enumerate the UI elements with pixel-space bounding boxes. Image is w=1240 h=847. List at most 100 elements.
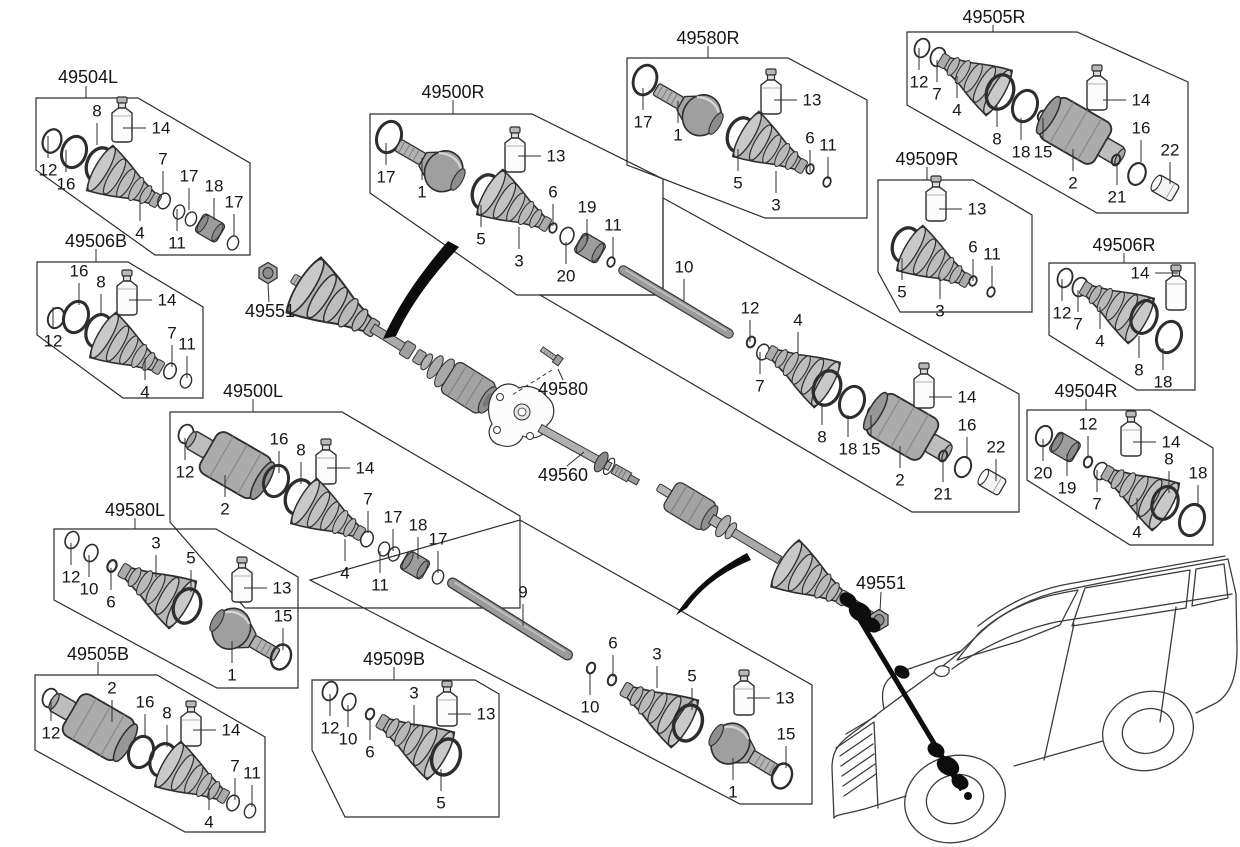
callout-49506B-8: 8 [96, 272, 106, 292]
callout-box12-22: 22 [986, 437, 1006, 457]
o-ring-seal-ring-icon [556, 224, 578, 248]
axle-nut-49551-left-icon [258, 261, 278, 285]
callout-49580R-3: 3 [771, 195, 781, 215]
part-label-leader-49551 [879, 591, 882, 612]
grease-bottle-icon [116, 269, 138, 316]
snap-ring-circlip-icon [104, 557, 120, 575]
end-cap-plug-icon [975, 466, 1008, 497]
part-code-49580L: 49580L [104, 500, 166, 520]
callout-box12-4: 4 [793, 310, 803, 330]
o-ring-seal-ring-icon [80, 541, 102, 565]
callout-49505B-2: 2 [107, 678, 117, 698]
callout-49505R-14: 14 [1131, 90, 1151, 110]
callout-49504R-4: 4 [1132, 522, 1142, 542]
pointer-swoosh-right [676, 553, 751, 615]
grease-bottle-icon [1120, 410, 1142, 457]
callout-box12-18: 18 [838, 439, 858, 459]
callout-49506R-12: 12 [1052, 303, 1072, 323]
callout-49580R-6: 6 [805, 128, 815, 148]
callout-49504L-8: 8 [92, 101, 102, 121]
callout-49504L-7: 7 [158, 149, 168, 169]
callout-49500L-11: 11 [371, 575, 389, 595]
callout-box13-9: 9 [518, 582, 528, 602]
callout-49580R-13: 13 [802, 90, 822, 110]
grease-bottle-icon [925, 175, 947, 222]
snap-ring-circlip-icon [821, 175, 833, 189]
callout-49505R-18: 18 [1011, 142, 1031, 162]
callout-49505R-15: 15 [1033, 142, 1053, 162]
o-ring-seal-ring-icon [224, 233, 242, 253]
callout-49580L-15: 15 [273, 606, 293, 626]
callout-49504R-8: 8 [1164, 449, 1174, 469]
o-ring-seal-ring-icon [338, 690, 360, 714]
callout-49509B-6: 6 [365, 742, 375, 762]
callout-49500R-17: 17 [376, 167, 396, 187]
callout-49509R-6: 6 [968, 237, 978, 257]
callout-box12-10: 10 [674, 257, 694, 277]
box-49509R [877, 179, 1033, 313]
inner-cv-joint-housing-icon [1030, 90, 1136, 180]
part-code-49509R: 49509R [895, 149, 959, 169]
callout-49509B-3: 3 [409, 683, 419, 703]
outer-cv-joint-icon [700, 713, 788, 790]
box-49580R [626, 57, 868, 219]
part-label-49551-3: 49551 [855, 573, 907, 593]
box-49500L [169, 411, 521, 609]
callout-49500R-3: 3 [514, 251, 524, 271]
axle-location-highlight [839, 592, 972, 800]
callout-49506R-8: 8 [1134, 360, 1144, 380]
part-label-49551-0: 49551 [244, 301, 296, 321]
grease-bottle-icon [504, 126, 526, 173]
callout-49500R-19: 19 [577, 197, 597, 217]
callout-49500L-8: 8 [296, 440, 306, 460]
callout-49506B-12: 12 [43, 331, 63, 351]
callout-49506R-18: 18 [1153, 372, 1173, 392]
callout-49505R-21: 21 [1107, 187, 1127, 207]
snap-ring-circlip-icon [744, 334, 758, 350]
o-ring-seal-ring-icon [1150, 316, 1188, 358]
callout-49580R-11: 11 [819, 135, 837, 155]
part-code-49509B: 49509B [362, 649, 426, 669]
grease-bottle-icon [1165, 264, 1187, 311]
callout-49580L-13: 13 [272, 578, 292, 598]
callout-49506B-11: 11 [178, 334, 196, 354]
snap-ring-circlip-icon [985, 285, 997, 299]
grease-bottle-icon [913, 362, 935, 409]
part-code-49504L: 49504L [57, 67, 119, 87]
callout-49509R-13: 13 [967, 199, 987, 219]
callout-49580L-5: 5 [186, 548, 196, 568]
callout-49500L-2: 2 [220, 499, 230, 519]
callout-box12-16: 16 [957, 415, 977, 435]
callout-49504L-16: 16 [56, 174, 76, 194]
callout-49504R-14: 14 [1161, 432, 1181, 452]
box-unlabeled-13 [308, 519, 813, 805]
o-ring-seal-ring-icon [170, 202, 188, 222]
callout-49500L-12: 12 [175, 462, 195, 482]
callout-49580L-6: 6 [106, 592, 116, 612]
callout-49505B-14: 14 [221, 720, 241, 740]
snap-ring-circlip-icon [605, 255, 617, 269]
o-ring-seal-ring-icon [951, 453, 975, 481]
callout-49506R-14: 14 [1130, 263, 1150, 283]
callout-49509B-10: 10 [338, 729, 358, 749]
box-49505B [34, 674, 266, 833]
snap-ring-circlip-icon [605, 672, 619, 688]
callout-49504L-11: 11 [168, 233, 186, 253]
callout-box12-7: 7 [755, 376, 765, 396]
cv-joint-boot-bellows-icon [150, 738, 241, 822]
cv-joint-boot-bellows-icon [85, 309, 176, 393]
callout-box13-6: 6 [608, 633, 618, 653]
callout-49509B-13: 13 [476, 704, 496, 724]
cv-joint-boot-bellows-icon [472, 166, 563, 250]
callout-49505B-7: 7 [230, 756, 240, 776]
callout-49580L-12: 12 [61, 567, 81, 587]
callout-49505R-7: 7 [932, 84, 942, 104]
callout-49506R-7: 7 [1073, 314, 1083, 334]
callout-49500R-5: 5 [476, 229, 486, 249]
callout-49504L-12: 12 [38, 160, 58, 180]
callout-49505R-12: 12 [909, 72, 929, 92]
callout-49505R-8: 8 [992, 129, 1002, 149]
inner-cv-joint-housing-icon [857, 386, 963, 476]
